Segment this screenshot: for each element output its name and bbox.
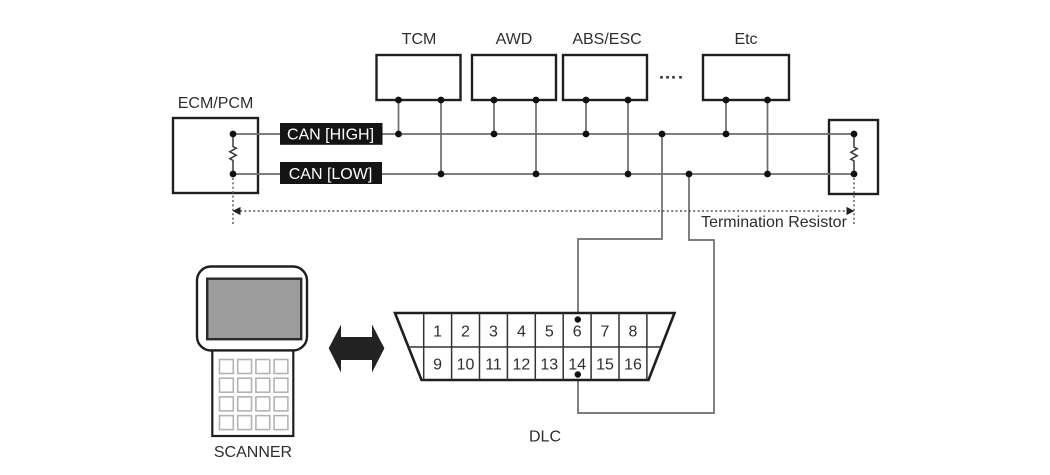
svg-text:5: 5	[545, 324, 554, 341]
svg-text:10: 10	[457, 357, 475, 374]
svg-text:9: 9	[433, 357, 442, 374]
svg-text:TCM: TCM	[402, 31, 437, 48]
svg-text:ECM/PCM: ECM/PCM	[178, 95, 254, 112]
svg-text:6: 6	[573, 324, 582, 341]
svg-text:15: 15	[596, 357, 614, 374]
svg-text:SCANNER: SCANNER	[214, 444, 292, 461]
svg-text:13: 13	[540, 357, 558, 374]
svg-text:3: 3	[489, 324, 498, 341]
svg-text:7: 7	[601, 324, 610, 341]
svg-text:11: 11	[485, 357, 502, 374]
svg-text:14: 14	[568, 357, 586, 374]
svg-text:16: 16	[624, 357, 642, 374]
svg-text:CAN [HIGH]: CAN [HIGH]	[287, 126, 374, 143]
svg-text:AWD: AWD	[496, 31, 533, 48]
svg-text:8: 8	[629, 324, 638, 341]
svg-text:1: 1	[433, 324, 442, 341]
svg-text:ABS/ESC: ABS/ESC	[572, 31, 641, 48]
svg-text:2: 2	[461, 324, 470, 341]
svg-text:12: 12	[513, 357, 531, 374]
svg-text:4: 4	[517, 324, 526, 341]
svg-text:CAN [LOW]: CAN [LOW]	[289, 166, 373, 183]
svg-text:Termination Resistor: Termination Resistor	[701, 214, 848, 231]
svg-text:Etc: Etc	[734, 31, 757, 48]
svg-text:DLC: DLC	[529, 429, 561, 446]
